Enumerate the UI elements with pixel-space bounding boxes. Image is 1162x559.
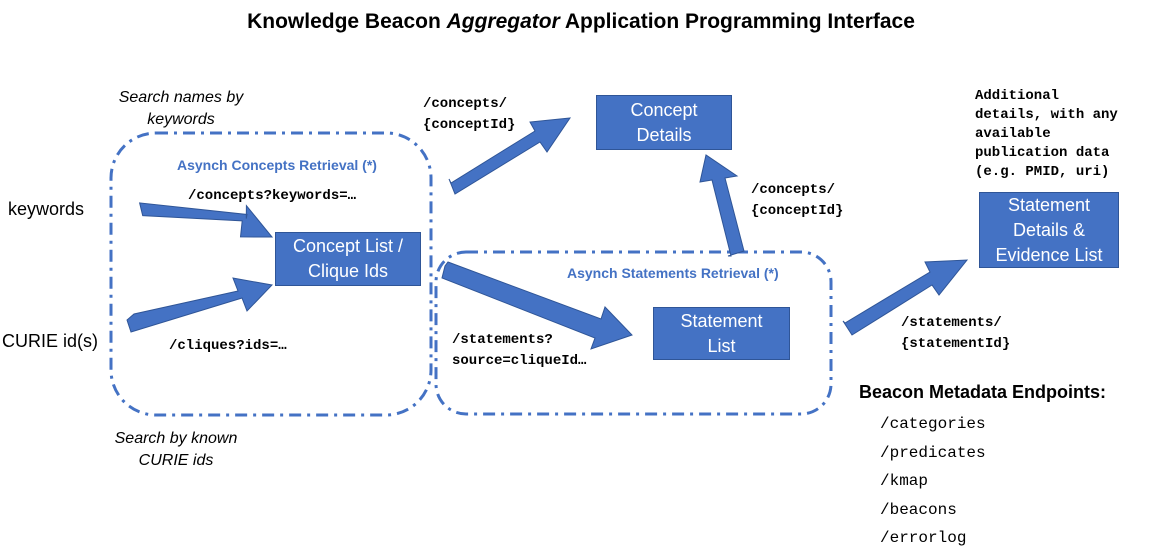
metadata-list: /categories /predicates /kmap /beacons /…	[880, 410, 986, 553]
endpoint-statements-source-line2: source=cliqueId…	[452, 353, 587, 369]
metadata-item-kmap[interactable]: /kmap	[880, 472, 929, 490]
additional-line-1: Additional	[975, 88, 1060, 104]
endpoint-concepts-top-line2: {conceptId}	[423, 117, 516, 133]
arrow-to-statement-details	[842, 259, 969, 336]
arrow-concepts-to-details	[448, 117, 572, 195]
additional-details-note: Additional details, with any available p…	[975, 87, 1160, 182]
search-curie-line2: CURIE ids	[138, 452, 214, 469]
statement-details-line1: Statement	[1007, 194, 1091, 215]
concept-list-line2: Clique Ids	[307, 261, 389, 281]
concepts-retrieval-group	[109, 131, 433, 417]
statement-list-line2: List	[707, 335, 736, 356]
title-emphasis: Aggregator	[446, 10, 560, 33]
arrow-keywords-to-concept-list	[138, 202, 274, 238]
statement-list-line1: Statement	[680, 310, 763, 331]
curie-input-label: CURIE id(s)	[2, 331, 99, 351]
concept-details-line2: Details	[636, 124, 692, 145]
endpoint-concepts-right: /concepts/ {conceptId}	[751, 180, 843, 222]
search-names-line1: Search names by	[118, 89, 244, 106]
concepts-group-label: Asynch Concepts Retrieval (*)	[177, 157, 377, 173]
endpoint-cliques-ids: /cliques?ids=…	[169, 338, 287, 354]
search-names-note: Search names by keywords	[101, 87, 261, 131]
metadata-item-beacons[interactable]: /beacons	[880, 500, 957, 519]
additional-line-3: available	[975, 126, 1051, 142]
additional-line-2: details, with any	[975, 107, 1118, 123]
endpoint-statements-detail-line1: /statements/	[901, 315, 1002, 331]
search-curie-note: Search by known CURIE ids	[106, 428, 246, 472]
title-prefix: Knowledge Beacon	[247, 10, 447, 33]
statements-retrieval-group	[434, 250, 833, 416]
statement-details-line3: Evidence List	[995, 244, 1103, 265]
title-suffix: Application Programming Interface	[559, 10, 915, 33]
endpoint-concepts-keywords: /concepts?keywords=…	[188, 188, 357, 204]
keywords-input-label: keywords	[8, 199, 85, 219]
metadata-item-errorlog[interactable]: /errorlog	[880, 529, 967, 547]
arrow-curie-to-concept-list	[126, 277, 274, 333]
statement-details-line2: Details &	[1012, 219, 1086, 240]
endpoint-statements-detail: /statements/ {statementId}	[901, 313, 1010, 355]
endpoint-concepts-top-line1: /concepts/	[423, 96, 508, 112]
diagram-title: Knowledge Beacon Aggregator Application …	[0, 10, 1162, 34]
concept-details-line1: Concept	[630, 99, 698, 120]
endpoint-concepts-right-line2: {conceptId}	[751, 203, 844, 219]
endpoint-statements-detail-line2: {statementId}	[901, 336, 1011, 352]
arrow-statements-to-concept-details	[699, 154, 745, 257]
endpoint-concepts-top: /concepts/ {conceptId}	[423, 94, 515, 136]
endpoint-concepts-right-line1: /concepts/	[751, 182, 836, 198]
metadata-item-categories[interactable]: /categories	[880, 415, 986, 433]
additional-line-5: (e.g. PMID, uri)	[975, 164, 1110, 180]
endpoint-statements-source: /statements? source=cliqueId…	[452, 330, 586, 372]
concept-list-line1: Concept List /	[292, 236, 404, 256]
concept-list-text: Concept List / Clique Ids	[293, 234, 403, 284]
metadata-item-predicates[interactable]: /predicates	[880, 443, 986, 462]
search-names-line2: keywords	[147, 111, 215, 128]
metadata-heading: Beacon Metadata Endpoints:	[859, 382, 1107, 402]
additional-line-4: publication data	[975, 145, 1110, 161]
endpoint-statements-source-line1: /statements?	[452, 332, 553, 348]
search-curie-line1: Search by known	[114, 430, 238, 447]
statements-group-label: Asynch Statements Retrieval (*)	[567, 265, 779, 281]
concept-list-box[interactable]: Concept List / Clique Ids	[275, 232, 421, 286]
arrow-concepts-to-statement-list	[441, 261, 633, 350]
